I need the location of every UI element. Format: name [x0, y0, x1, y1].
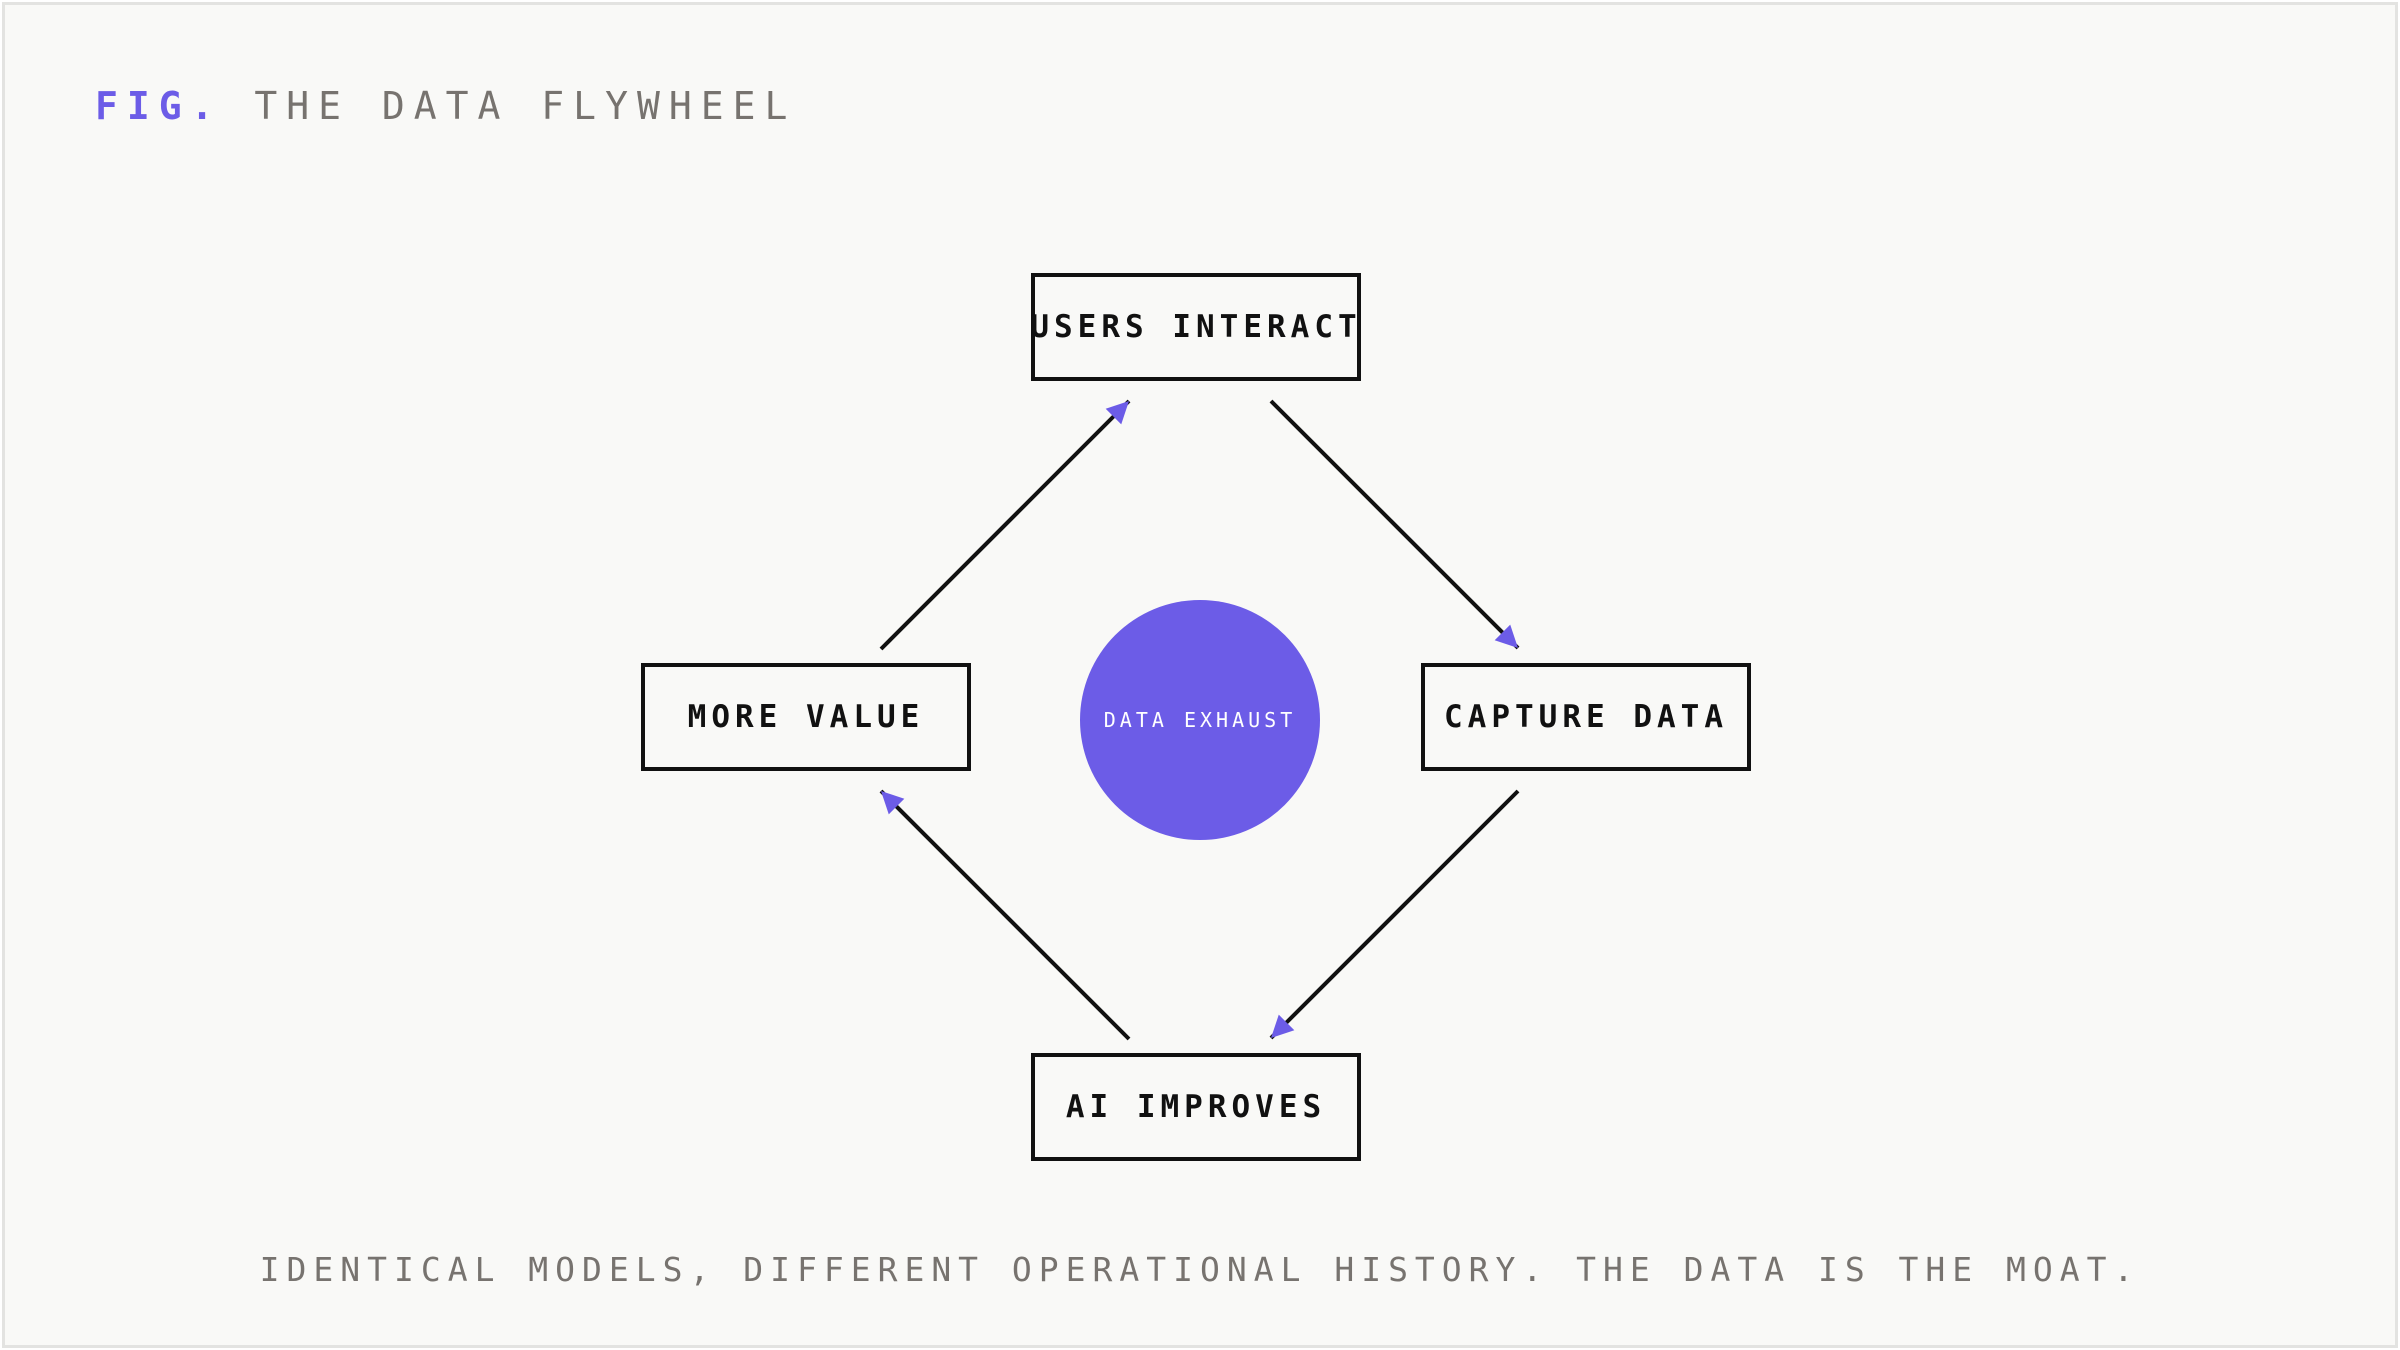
arrow-users-to-capture: [1269, 399, 1520, 650]
node-ai-improves: AI IMPROVES: [1031, 1053, 1361, 1161]
node-capture-data: CAPTURE DATA: [1421, 663, 1751, 771]
arrow-ai-to-value: [879, 789, 1131, 1041]
arrow-value-to-users: [879, 399, 1131, 651]
figure-title-text: THE DATA FLYWHEEL: [254, 84, 797, 128]
node-more-value: MORE VALUE: [641, 663, 971, 771]
arrow-capture-to-ai: [1269, 789, 1520, 1040]
figure-caption: IDENTICAL MODELS, DIFFERENT OPERATIONAL …: [259, 1250, 2141, 1289]
node-users-interact: USERS INTERACT: [1030, 273, 1361, 381]
figure-prefix: FIG.: [95, 84, 223, 128]
figure-title: FIG. THE DATA FLYWHEEL: [95, 84, 796, 128]
hub-data-exhaust: DATA EXHAUST: [1080, 600, 1320, 840]
